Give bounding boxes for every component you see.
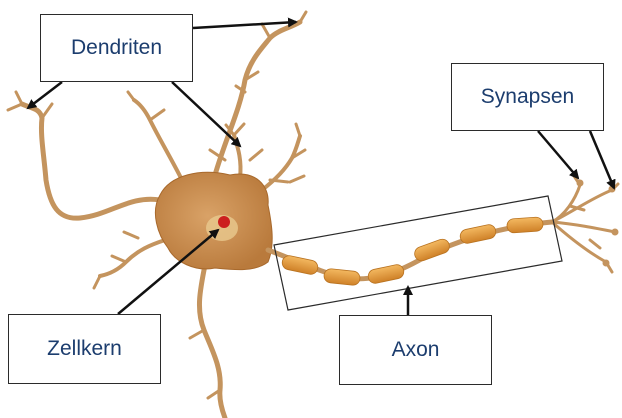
zellkern-label-box: Zellkern [8,314,161,384]
myelin-segment [367,263,405,284]
arrow-synapsen-right [590,131,614,188]
axon [268,217,552,286]
arrow-dendriten-left [28,82,62,108]
arrow-dendriten-down [172,82,240,146]
dendriten-label: Dendriten [71,36,162,60]
myelin-segment [323,268,360,286]
axon-terminals [552,176,618,272]
arrow-synapsen-left [538,131,578,178]
nucleus [218,216,230,228]
axon-label-box: Axon [339,315,492,385]
dendrite-upper-right-branches [270,124,305,182]
arrow-dendriten-right [193,22,296,28]
dendrite-top-left [134,100,182,180]
synapsen-label: Synapsen [481,85,574,109]
zellkern-label: Zellkern [47,337,122,361]
myelin-segment [281,254,319,275]
synapsen-label-box: Synapsen [451,63,604,131]
axon-label: Axon [392,338,440,362]
myelin-segment [459,223,497,244]
myelin-segment [507,217,544,233]
synaptic-boutons [577,180,619,267]
dendrite-left [100,240,165,276]
dendrite-left-branches [94,232,138,288]
dendriten-label-box: Dendriten [40,14,193,82]
myelin-segment [413,237,452,262]
dendrite-upper-left [22,104,160,218]
